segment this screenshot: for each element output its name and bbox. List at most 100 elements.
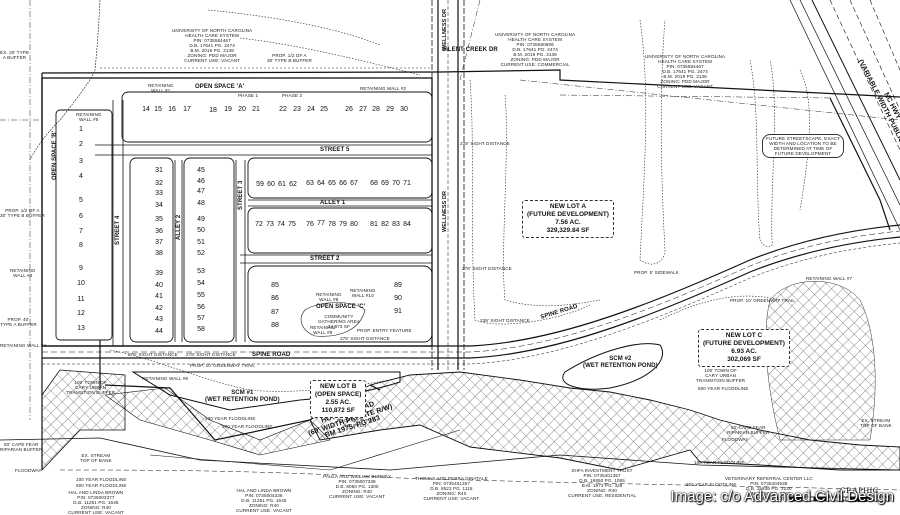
unit-22: 22: [279, 106, 287, 113]
unit-21: 21: [252, 106, 260, 113]
unit-67: 67: [350, 180, 358, 187]
note-prop-sidewalk: PROP. 5' SIDEWALK: [634, 270, 679, 275]
unit-88: 88: [271, 322, 279, 329]
owner-unc-top-center: UNIVERSITY OF NORTH CAROLINA HEALTH CARE…: [495, 32, 576, 67]
owner-paula-william: PAULA AND WILLIAM BURNEY PIN: 0735007338…: [323, 474, 392, 499]
unit-9: 9: [79, 265, 83, 272]
unit-10: 10: [77, 280, 85, 287]
note-retaining-wall-9: RETAINING WALL #9: [310, 325, 336, 335]
unit-16: 16: [168, 106, 176, 113]
unit-26: 26: [345, 106, 353, 113]
unit-42: 42: [155, 305, 163, 312]
open-space-a-label: OPEN SPACE 'A': [195, 84, 245, 90]
note-stream: EX. STREAM TOP OF BANK: [80, 453, 112, 463]
unit-39: 39: [155, 270, 163, 277]
unit-91: 91: [394, 308, 402, 315]
unit-6: 6: [79, 213, 83, 220]
note-sight-distance-east: 278' SIGHT DISTANCE: [462, 266, 512, 271]
unit-54: 54: [197, 280, 205, 287]
unit-83: 83: [392, 221, 400, 228]
unit-38: 38: [155, 250, 163, 257]
image-credit: Image: c/o Advanced Civil Design: [670, 488, 894, 505]
unit-46: 46: [197, 178, 205, 185]
unit-86: 86: [271, 295, 279, 302]
note-retaining-wall-10: RETAINING WALL #10: [350, 288, 376, 298]
note-stream-east: EX. STREAM TOP OF BANK: [860, 418, 892, 428]
unit-60: 60: [267, 181, 275, 188]
unit-57: 57: [197, 315, 205, 322]
scm-1-label: SCM #1 (WET RETENTION POND): [205, 390, 280, 403]
open-space-b-label: OPEN SPACE 'B': [52, 130, 58, 180]
unit-48: 48: [197, 200, 205, 207]
floodway-hatch-scm1: [104, 387, 331, 456]
note-prop-40-buffer: PROP. 40' TYPE A BUFFER: [0, 317, 37, 327]
unit-11: 11: [77, 296, 85, 303]
unit-55: 55: [197, 292, 205, 299]
note-sight-distance-spine-2: 278' SIGHT DISTANCE: [186, 352, 236, 357]
unit-82: 82: [381, 221, 389, 228]
road-label-alley-1: ALLEY 1: [320, 200, 346, 206]
unit-2: 2: [79, 141, 83, 148]
unit-77: 77: [317, 220, 325, 227]
owner-zhfa: ZHFA INVESTMENT TRUST PIN: 0735401357 D.…: [568, 468, 637, 498]
note-floodline-500-west: 500 YEAR FLOODLINE: [76, 483, 127, 488]
note-retaining-wall-3: RETAINING WALL #3: [10, 268, 36, 278]
unit-45: 45: [197, 167, 205, 174]
note-sight-distance-spine: 278' SIGHT DISTANCE: [128, 352, 178, 357]
owner-unc-top-right: UNIVERSITY OF NORTH CAROLINA HEALTH CARE…: [645, 54, 726, 89]
unit-65: 65: [328, 180, 336, 187]
road-label-street-4: STREET 4: [115, 215, 121, 245]
floodway-hatch-lotc: [765, 281, 876, 441]
owner-hal-linda-brown-1: HAL AND LINDA BROWN PIN: 0735003377 D.B.…: [68, 490, 124, 515]
unit-70: 70: [392, 180, 400, 187]
scm-2-outline: [562, 343, 663, 390]
unit-17: 17: [183, 106, 191, 113]
community-area-outline: [300, 302, 366, 337]
note-floodline-500-lotc: 500 YEAR FLOODLINE: [698, 386, 749, 391]
unit-3: 3: [79, 158, 83, 165]
unit-73: 73: [266, 221, 274, 228]
note-cary-buffer-east: 100' TOWN OF CARY URBAN TRANSITION BUFFE…: [696, 368, 746, 383]
note-prop-buffer-top: PROP. 1/2 OF A 30' TYPE B BUFFER: [267, 53, 312, 63]
unit-71: 71: [403, 180, 411, 187]
note-cary-buffer: 100' TOWN OF CARY URBAN TRANSITION BUFFE…: [66, 380, 116, 395]
road-label-wellness-dr-south: WELLNESS DR: [442, 190, 448, 232]
road-label-street-3: STREET 3: [238, 180, 244, 210]
unit-33: 33: [155, 190, 163, 197]
note-floodline-100-east: 100 YEAR FLOODLINE: [694, 460, 745, 465]
unit-18: 18: [209, 107, 217, 114]
unit-59: 59: [256, 181, 264, 188]
unit-84: 84: [403, 221, 411, 228]
note-phase-1: PHASE 1: [238, 93, 259, 98]
note-retaining-wall-2: RETAINING WALL #2: [360, 86, 407, 91]
unit-74: 74: [277, 221, 285, 228]
unit-25: 25: [320, 106, 328, 113]
unit-61: 61: [278, 181, 286, 188]
unit-12: 12: [77, 310, 85, 317]
unit-53: 53: [197, 268, 205, 275]
unit-66: 66: [339, 180, 347, 187]
note-floodway-east: FLOODWAY: [722, 437, 749, 442]
note-floodline-100-scm: 100 YEAR FLOODLINE: [205, 416, 256, 421]
new-lot-c-label: NEW LOT C (FUTURE DEVELOPMENT) 6.93 AC. …: [698, 329, 790, 367]
open-space-c-label: OPEN SPACE 'C': [316, 304, 366, 310]
unit-28: 28: [372, 106, 380, 113]
unit-14: 14: [142, 106, 150, 113]
note-retaining-wall-8: RETAINING WALL #8: [316, 292, 342, 302]
unit-32: 32: [155, 180, 163, 187]
note-phase-2: PHASE 2: [282, 93, 303, 98]
floodway-hatch-central: [309, 371, 900, 471]
unit-43: 43: [155, 316, 163, 323]
unit-64: 64: [317, 180, 325, 187]
road-label-street-5: STREET 5: [320, 147, 350, 153]
note-future-streetscape: FUTURE STREETSCAPE, EXACT WIDTH AND LOCA…: [762, 134, 844, 158]
unit-24: 24: [307, 106, 315, 113]
unit-5: 5: [79, 197, 83, 204]
unit-15: 15: [154, 106, 162, 113]
unit-13: 13: [77, 325, 85, 332]
road-label-silent-creek-dr: SILENT CREEK DR: [442, 47, 498, 53]
unit-52: 52: [197, 250, 205, 257]
unit-8: 8: [79, 242, 83, 249]
owner-unc-top-left: UNIVERSITY OF NORTH CAROLINA HEALTH CARE…: [172, 28, 253, 63]
new-lot-b-label: NEW LOT B (OPEN SPACE) 2.55 AC. 110,872 …: [310, 380, 367, 418]
